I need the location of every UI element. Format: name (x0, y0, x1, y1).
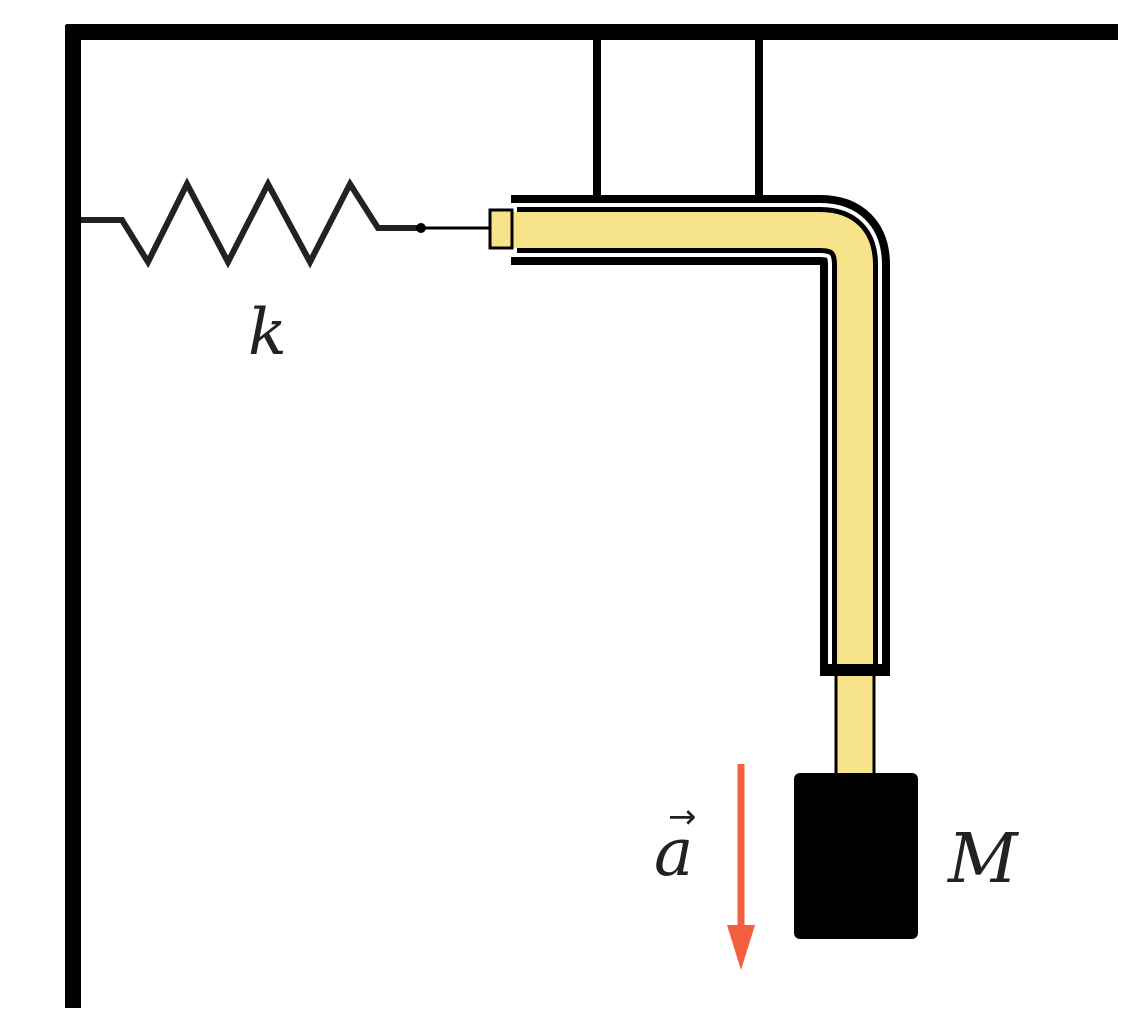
bent-tube-inner-wall (511, 203, 882, 672)
mass-block (794, 773, 918, 939)
spring (81, 177, 421, 269)
mass-label: M (946, 820, 1020, 899)
rope-end (488, 208, 514, 250)
acceleration-label: a (654, 814, 693, 891)
spring-constant-label: k (248, 296, 287, 370)
acceleration-vector-arrow-icon: → (668, 797, 697, 837)
rope (492, 212, 873, 776)
acceleration-arrow-head (727, 925, 755, 970)
tube-bottom-rim (820, 664, 890, 676)
bent-tube (511, 195, 890, 672)
bent-tube-inner-edge (517, 207, 878, 666)
